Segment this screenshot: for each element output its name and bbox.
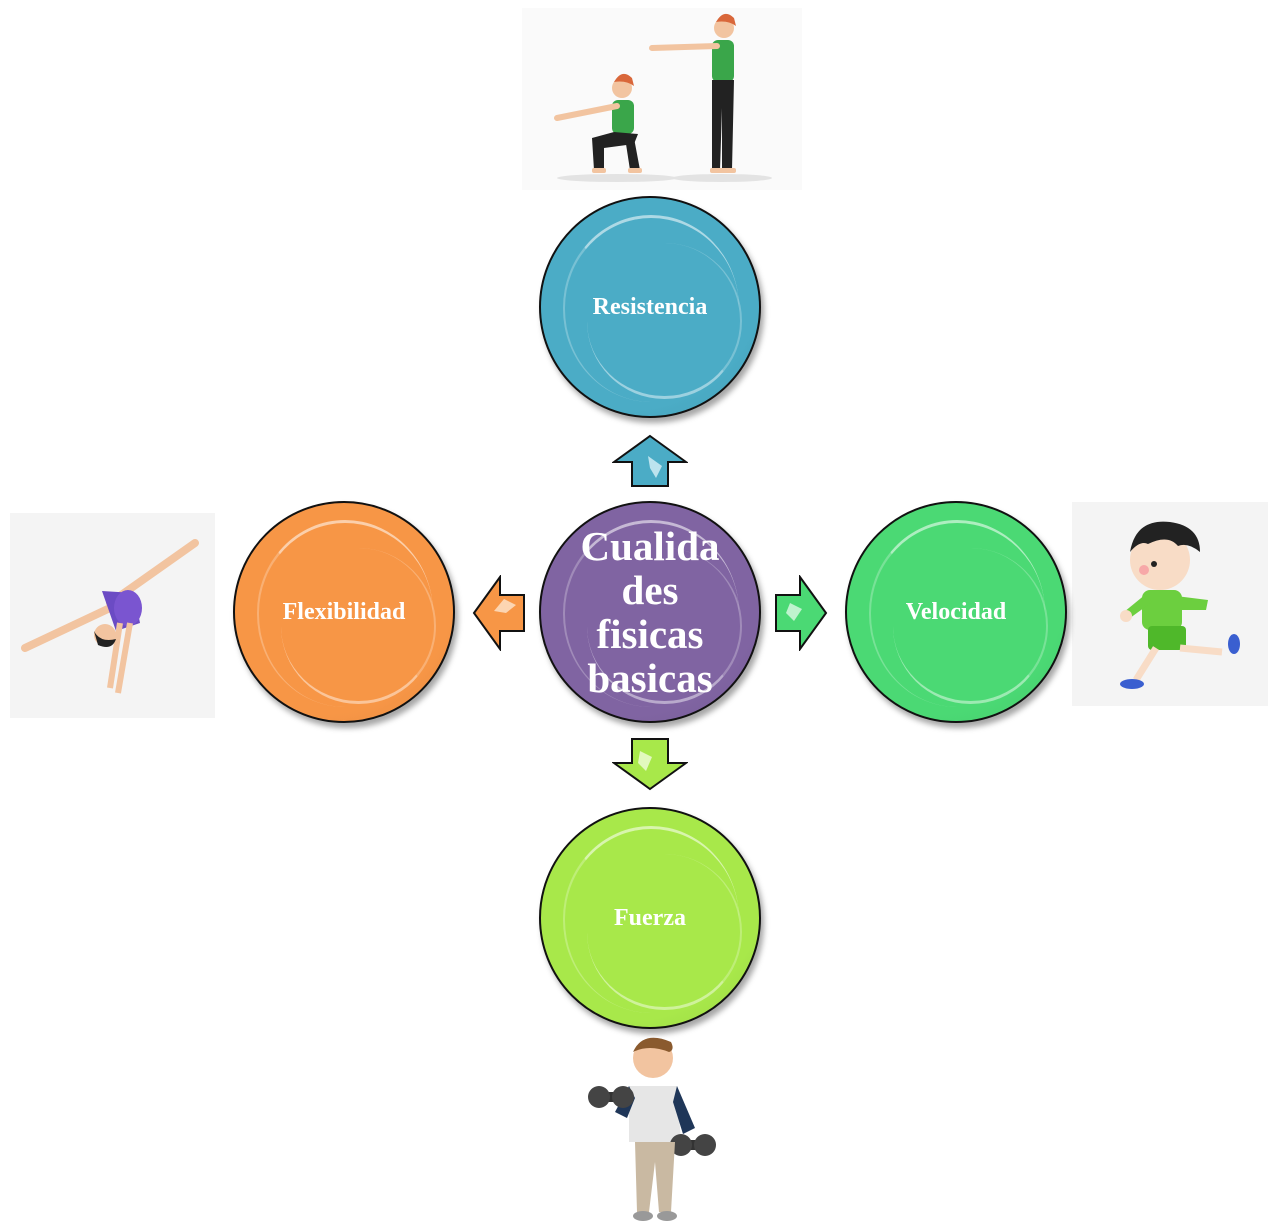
node-velocidad-label: Velocidad xyxy=(905,598,1007,625)
arrow-left-icon xyxy=(472,575,525,651)
node-fuerza: Fuerza xyxy=(539,807,761,1029)
node-resistencia-label: Resistencia xyxy=(592,293,708,320)
node-velocidad: Velocidad xyxy=(845,501,1067,723)
node-resistencia: Resistencia xyxy=(539,196,761,418)
squat-exercise-illustration xyxy=(522,8,802,190)
arrow-up-icon xyxy=(612,434,688,487)
node-fuerza-label: Fuerza xyxy=(614,904,686,931)
node-flexibilidad: Flexibilidad xyxy=(233,501,455,723)
arrow-down-icon xyxy=(612,738,688,791)
node-center: Cualida des fisicas basicas xyxy=(539,501,761,723)
node-flexibilidad-label: Flexibilidad xyxy=(282,598,406,625)
arrow-right-icon xyxy=(775,575,828,651)
gymnast-handstand-illustration xyxy=(10,513,215,718)
dumbbell-man-illustration xyxy=(585,1032,725,1226)
running-boy-illustration xyxy=(1072,502,1268,706)
node-center-label: Cualida des fisicas basicas xyxy=(580,523,720,701)
